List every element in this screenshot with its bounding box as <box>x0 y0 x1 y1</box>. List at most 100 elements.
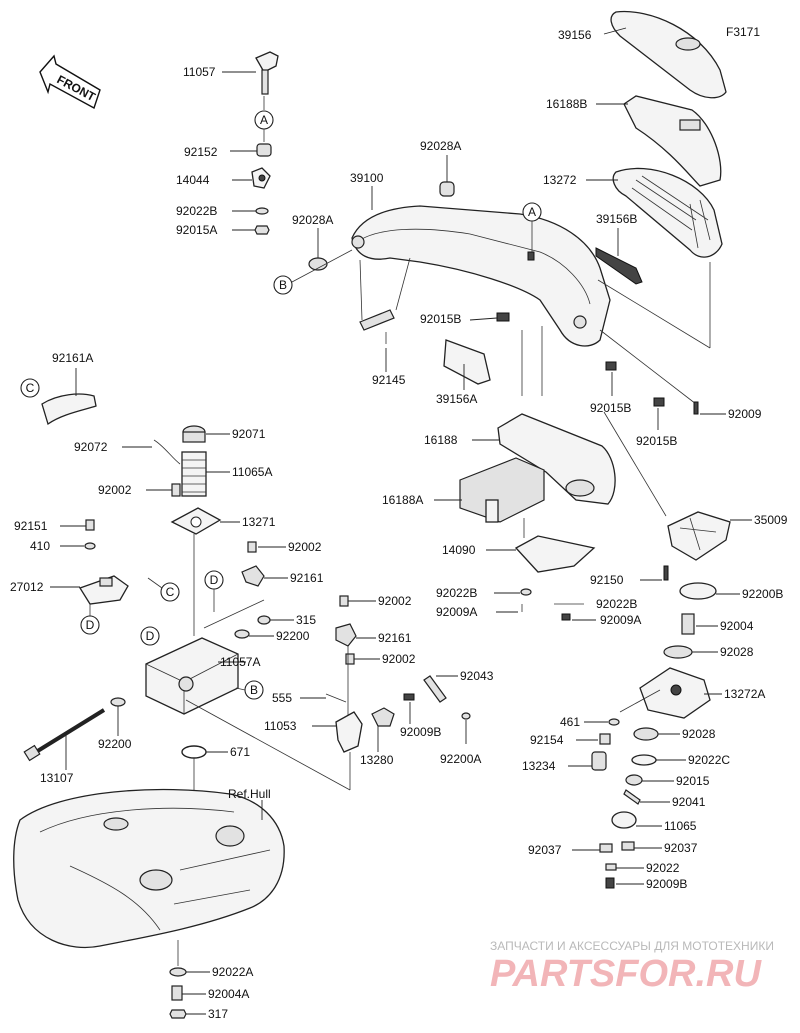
label-92015b-r2: 92015B <box>636 434 677 448</box>
label-92028a-left: 92028A <box>292 213 333 227</box>
hull-reference <box>13 788 285 949</box>
part-410-washer <box>84 542 96 550</box>
part-555-cable <box>325 693 347 703</box>
part-92037-clamp-a <box>599 843 613 853</box>
part-92145-spring <box>359 309 395 344</box>
part-92028-grommet-a <box>663 645 693 659</box>
label-92022c: 92022C <box>688 753 730 767</box>
part-14044-bracket <box>251 167 271 189</box>
label-92002-b: 92002 <box>288 540 322 554</box>
part-92009b-screw-mid <box>403 693 415 701</box>
label-16188b: 16188B <box>546 97 587 111</box>
label-92022b-mid2: 92022B <box>596 597 637 611</box>
label-92145: 92145 <box>372 373 406 387</box>
label-92152: 92152 <box>184 145 218 159</box>
label-92200-a: 92200 <box>276 629 310 643</box>
part-92004-stud <box>681 613 695 635</box>
label-92041: 92041 <box>672 795 706 809</box>
label-39156: 39156 <box>558 28 592 42</box>
label-671: 671 <box>230 745 250 759</box>
label-92043: 92043 <box>460 669 494 683</box>
label-555: 555 <box>272 691 292 705</box>
label-92009b-mid: 92009B <box>400 725 441 739</box>
part-92071-cap <box>182 425 206 443</box>
part-39100-grab-bar <box>351 205 611 347</box>
part-92072-strap <box>153 439 181 465</box>
part-13234-fitting <box>591 751 607 771</box>
part-39156b-strip <box>595 247 643 285</box>
label-92161-a: 92161 <box>290 571 324 585</box>
label-315: 315 <box>296 613 316 627</box>
callout-c-mid <box>160 582 180 602</box>
label-92009: 92009 <box>728 407 762 421</box>
callout-b-left <box>273 275 293 295</box>
part-92151-screw <box>85 519 95 531</box>
part-13107-bolt <box>23 708 106 762</box>
callout-c-mid-text: C <box>166 585 175 599</box>
label-92200-b: 92200 <box>98 737 132 751</box>
callout-d-text: D <box>86 618 95 632</box>
label-92161-b: 92161 <box>378 631 412 645</box>
callout-c-left <box>20 378 40 398</box>
part-92200a-washer <box>461 712 471 720</box>
part-92161-pad-a <box>241 565 265 587</box>
label-92151: 92151 <box>14 519 48 533</box>
label-92022b-mid: 92022B <box>436 586 477 600</box>
part-11057a-housing <box>145 637 239 715</box>
label-13272a: 13272A <box>724 687 765 701</box>
callout-b-text: B <box>279 278 287 292</box>
callout-d-body <box>140 626 160 646</box>
part-92022a-washer <box>169 967 187 977</box>
front-arrow-icon: FRONT <box>39 54 101 110</box>
part-92015a-nut <box>254 225 270 235</box>
part-92002-screw-d <box>345 653 355 665</box>
part-92002-screw-c <box>339 595 349 607</box>
label-92161a: 92161A <box>52 351 93 365</box>
callout-d-left <box>80 615 100 635</box>
part-14090-cover <box>514 535 596 573</box>
part-92009b-screw-bot <box>605 877 615 889</box>
part-39156-cover <box>610 10 727 99</box>
label-92015a: 92015A <box>176 223 217 237</box>
label-92002-c: 92002 <box>378 594 412 608</box>
label-410: 410 <box>30 539 50 553</box>
part-92161-pad-b <box>335 623 357 647</box>
part-92015b-clip-r1 <box>605 361 617 371</box>
part-13272a-plate <box>639 667 711 719</box>
label-92022a: 92022A <box>212 965 253 979</box>
part-92161a-pad <box>41 393 97 426</box>
part-92009-screw <box>693 401 699 415</box>
part-92043-rod <box>423 675 447 703</box>
part-92200-washer-b <box>110 697 126 707</box>
part-461-washer <box>608 718 620 726</box>
part-92002-screw-a <box>171 483 181 497</box>
label-92200b: 92200B <box>742 587 783 601</box>
part-92028-grommet-b <box>633 727 659 741</box>
label-39156a: 39156A <box>436 392 477 406</box>
part-35009-bracket <box>667 511 731 561</box>
part-92200-washer-a <box>234 629 250 639</box>
part-39156a-pad <box>443 339 491 385</box>
part-92015b-clip-mid <box>496 312 510 322</box>
label-92037-a: 92037 <box>528 843 562 857</box>
callout-b-mid-text: B <box>250 683 258 697</box>
part-92037-clamp-b <box>621 841 635 851</box>
label-11053: 11053 <box>264 719 297 733</box>
label-92015: 92015 <box>676 774 710 788</box>
label-11057: 11057 <box>183 65 216 79</box>
label-92022: 92022 <box>646 861 680 875</box>
label-13234: 13234 <box>522 759 556 773</box>
part-27012-latch <box>79 575 129 605</box>
callout-d-mid-text: D <box>210 573 219 587</box>
part-92004a-stud <box>171 985 183 1001</box>
label-92015b-mid: 92015B <box>420 312 461 326</box>
part-16188-liner <box>497 413 616 505</box>
part-92028a-grommet-top <box>439 181 455 197</box>
callout-c-text: C <box>26 381 35 395</box>
part-16188a-block <box>459 457 545 523</box>
label-92009a-b: 92009A <box>600 613 641 627</box>
part-92015b-clip-r2 <box>653 397 665 407</box>
label-92002-d: 92002 <box>382 652 416 666</box>
label-461: 461 <box>560 715 580 729</box>
label-14044: 14044 <box>176 173 210 187</box>
